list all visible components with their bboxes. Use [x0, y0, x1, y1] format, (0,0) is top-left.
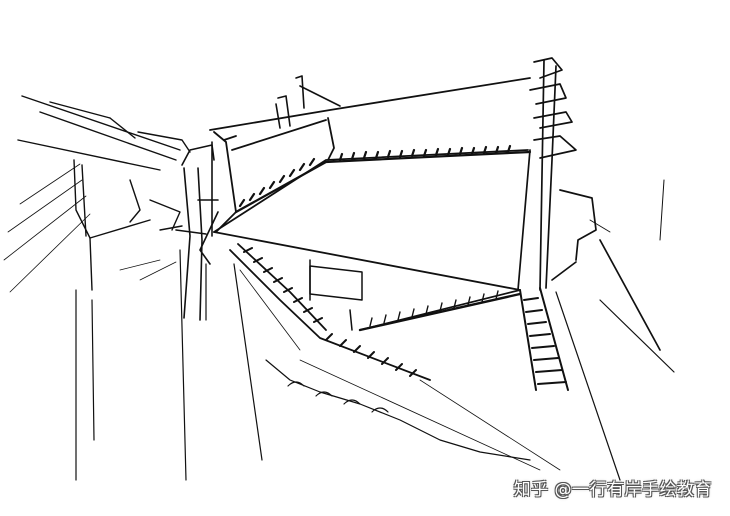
left-chimney-pillar [175, 141, 219, 321]
roof-tile-ridge [234, 144, 532, 214]
left-building [3, 95, 191, 481]
ground-lines [179, 249, 561, 481]
wall-window [309, 259, 363, 331]
right-tower [517, 57, 665, 351]
right-roof-tiles [519, 287, 675, 481]
lower-roof [229, 243, 522, 381]
roof-chimneys [275, 75, 341, 129]
main-roof [209, 77, 531, 291]
watermark-text: 知乎 @一行有岸手绘教育 [513, 480, 712, 500]
